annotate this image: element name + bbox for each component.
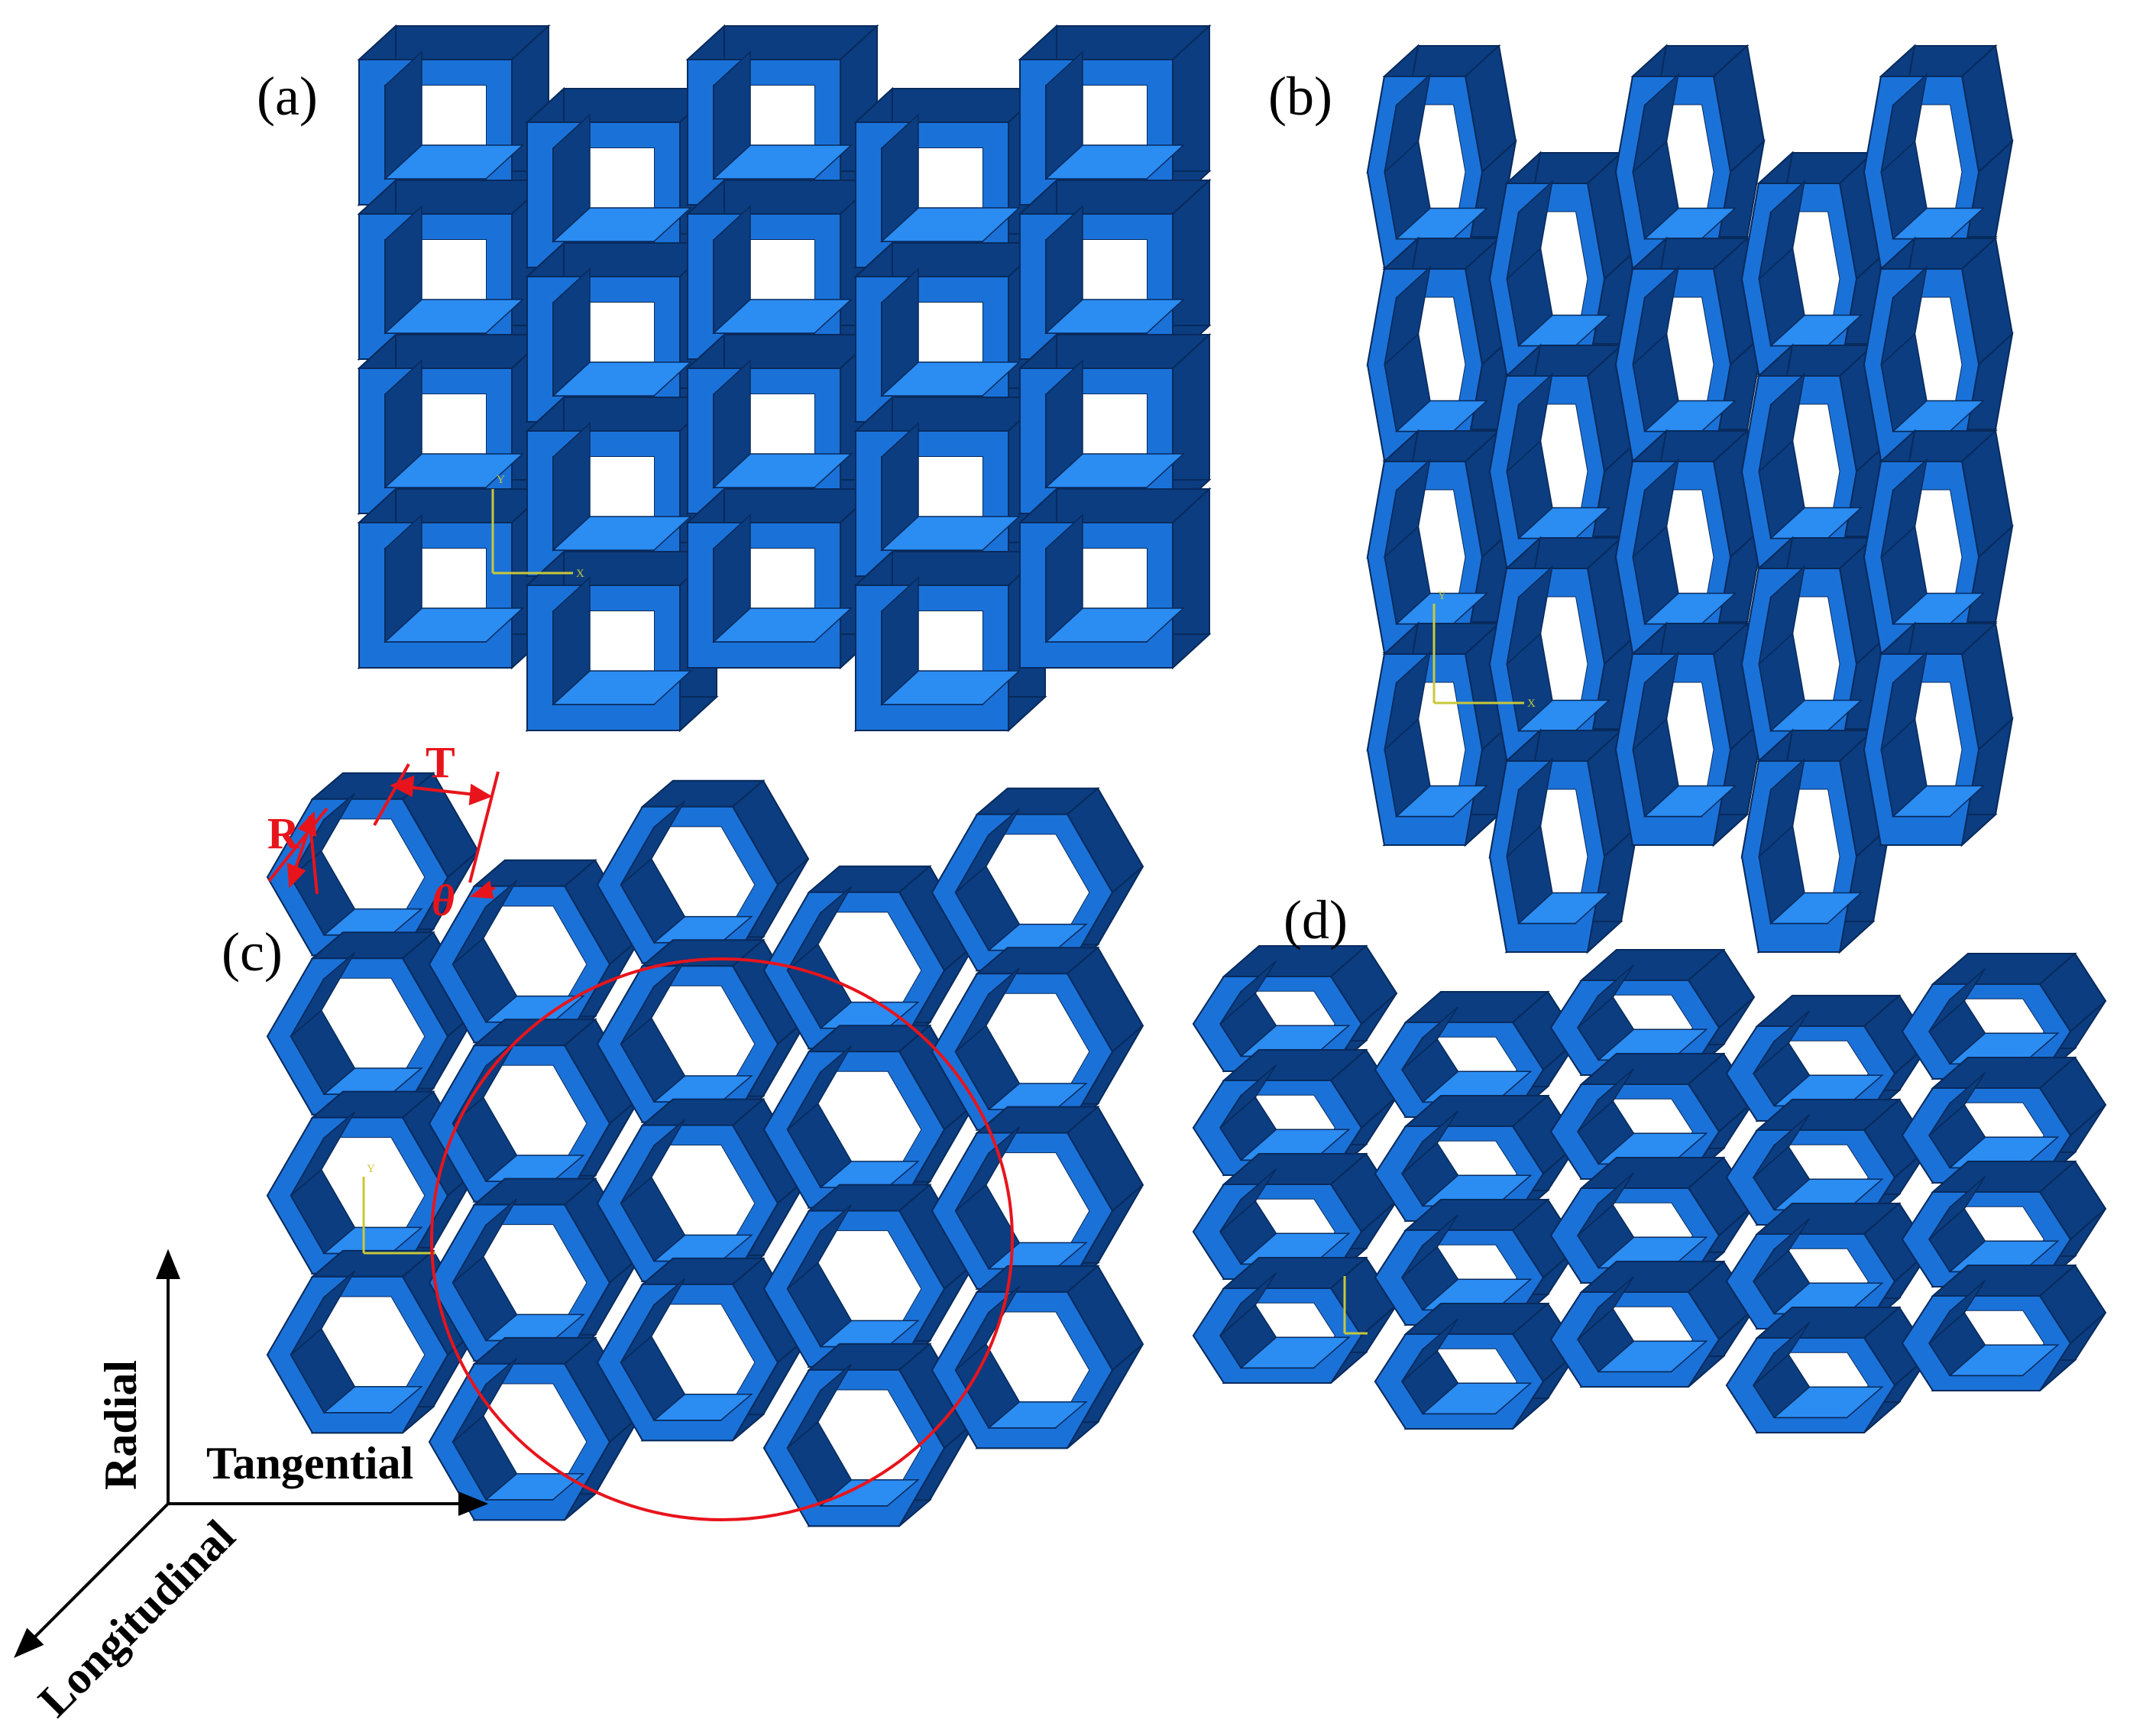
hexagon-cell xyxy=(931,1106,1144,1291)
hexagon-cell xyxy=(762,1342,976,1527)
axis-label-tangential: Tangential xyxy=(206,1438,413,1488)
square-cell xyxy=(357,24,551,207)
axis-label-radial: Radial xyxy=(95,1360,146,1490)
reentrant-cell xyxy=(1614,44,1766,270)
square-cell xyxy=(853,549,1047,733)
panel-label-c: (c) xyxy=(222,921,283,983)
panel-a-square-lattice xyxy=(357,24,1212,733)
square-cell xyxy=(525,549,719,733)
panel-label-b: (b) xyxy=(1268,66,1332,127)
panel-d-flattened-hex-lattice xyxy=(1192,944,2107,1434)
square-cell xyxy=(853,241,1047,424)
reentrant-cell xyxy=(1366,621,1517,847)
reentrant-cell xyxy=(1614,621,1766,847)
flattened-hexagon-cell xyxy=(1549,1156,1756,1284)
hexagon-cell xyxy=(931,787,1144,972)
hexagon-cell xyxy=(266,772,480,957)
flattened-hexagon-cell xyxy=(1374,1094,1580,1223)
reentrant-cell xyxy=(1740,728,1892,954)
flattened-hexagon-cell xyxy=(1374,1302,1580,1430)
flattened-hexagon-cell xyxy=(1192,1152,1398,1281)
reentrant-cell xyxy=(1863,621,2014,847)
square-cell xyxy=(853,395,1047,578)
triad-panel-d xyxy=(1343,1276,1368,1335)
reentrant-cell xyxy=(1614,429,1766,655)
reentrant-cell xyxy=(1366,44,1517,270)
hexagon-cell xyxy=(596,1257,810,1442)
flattened-hexagon-cell xyxy=(1192,1256,1398,1385)
axis-label-longitudinal: Longitudinal xyxy=(29,1511,244,1726)
reentrant-cell xyxy=(1863,429,2014,655)
square-cell xyxy=(685,178,879,361)
flattened-hexagon-cell xyxy=(1725,1306,1931,1434)
dimension-label-r: R xyxy=(267,808,300,858)
flattened-hexagon-cell xyxy=(1725,994,1931,1122)
square-cell xyxy=(685,487,879,670)
hexagon-cell xyxy=(266,931,480,1116)
square-cell xyxy=(853,86,1047,270)
hexagon-cell xyxy=(931,1265,1144,1449)
panel-c-hexagonal-lattice xyxy=(266,772,1144,1527)
reentrant-cell xyxy=(1488,536,1640,762)
highlight-circle xyxy=(430,957,1014,1521)
hexagon-cell xyxy=(596,779,810,964)
flattened-hexagon-cell xyxy=(1549,1260,1756,1388)
triad-a-x-label: X xyxy=(576,568,584,580)
reentrant-cell xyxy=(1863,236,2014,462)
reentrant-cell xyxy=(1614,236,1766,462)
square-cell xyxy=(1018,332,1212,516)
triad-a-y-label: Y xyxy=(497,474,505,486)
square-cell xyxy=(357,332,551,516)
triad-c-y-label: Y xyxy=(367,1163,375,1175)
panel-b-reentrant-lattice xyxy=(1366,44,2014,954)
hexagon-cell xyxy=(428,1336,642,1521)
square-cell xyxy=(1018,178,1212,361)
hexagon-cell xyxy=(428,1018,642,1203)
square-cell xyxy=(357,178,551,361)
reentrant-cell xyxy=(1366,236,1517,462)
square-cell xyxy=(685,332,879,516)
reentrant-cell xyxy=(1488,728,1640,954)
dimension-label-theta: θ xyxy=(432,876,455,925)
reentrant-cell xyxy=(1863,44,2014,270)
triad-panel-b xyxy=(1432,604,1524,704)
hexagon-cell xyxy=(762,1184,976,1368)
flattened-hexagon-cell xyxy=(1901,1056,2107,1184)
dimension-annotations xyxy=(267,763,500,899)
dimension-label-t: T xyxy=(426,737,455,787)
square-cell xyxy=(1018,24,1212,207)
square-cell xyxy=(685,24,879,207)
reentrant-cell xyxy=(1740,343,1892,569)
reentrant-cell xyxy=(1488,151,1640,377)
triad-b-y-label: Y xyxy=(1438,590,1446,602)
square-cell xyxy=(1018,487,1212,670)
direction-axes xyxy=(14,1249,489,1658)
triad-b-x-label: X xyxy=(1527,698,1536,710)
hexagon-cell xyxy=(762,1024,976,1210)
panel-label-a: (a) xyxy=(257,66,318,127)
square-cell xyxy=(357,487,551,670)
flattened-hexagon-cell xyxy=(1901,1264,2107,1392)
triad-panel-c xyxy=(362,1177,435,1255)
triad-panel-a xyxy=(491,489,573,575)
panel-label-d: (d) xyxy=(1284,889,1348,951)
flattened-hexagon-cell xyxy=(1901,952,2107,1080)
hexagon-cell xyxy=(931,946,1144,1132)
flattened-hexagon-cell xyxy=(1374,1198,1580,1326)
reentrant-cell xyxy=(1488,343,1640,569)
